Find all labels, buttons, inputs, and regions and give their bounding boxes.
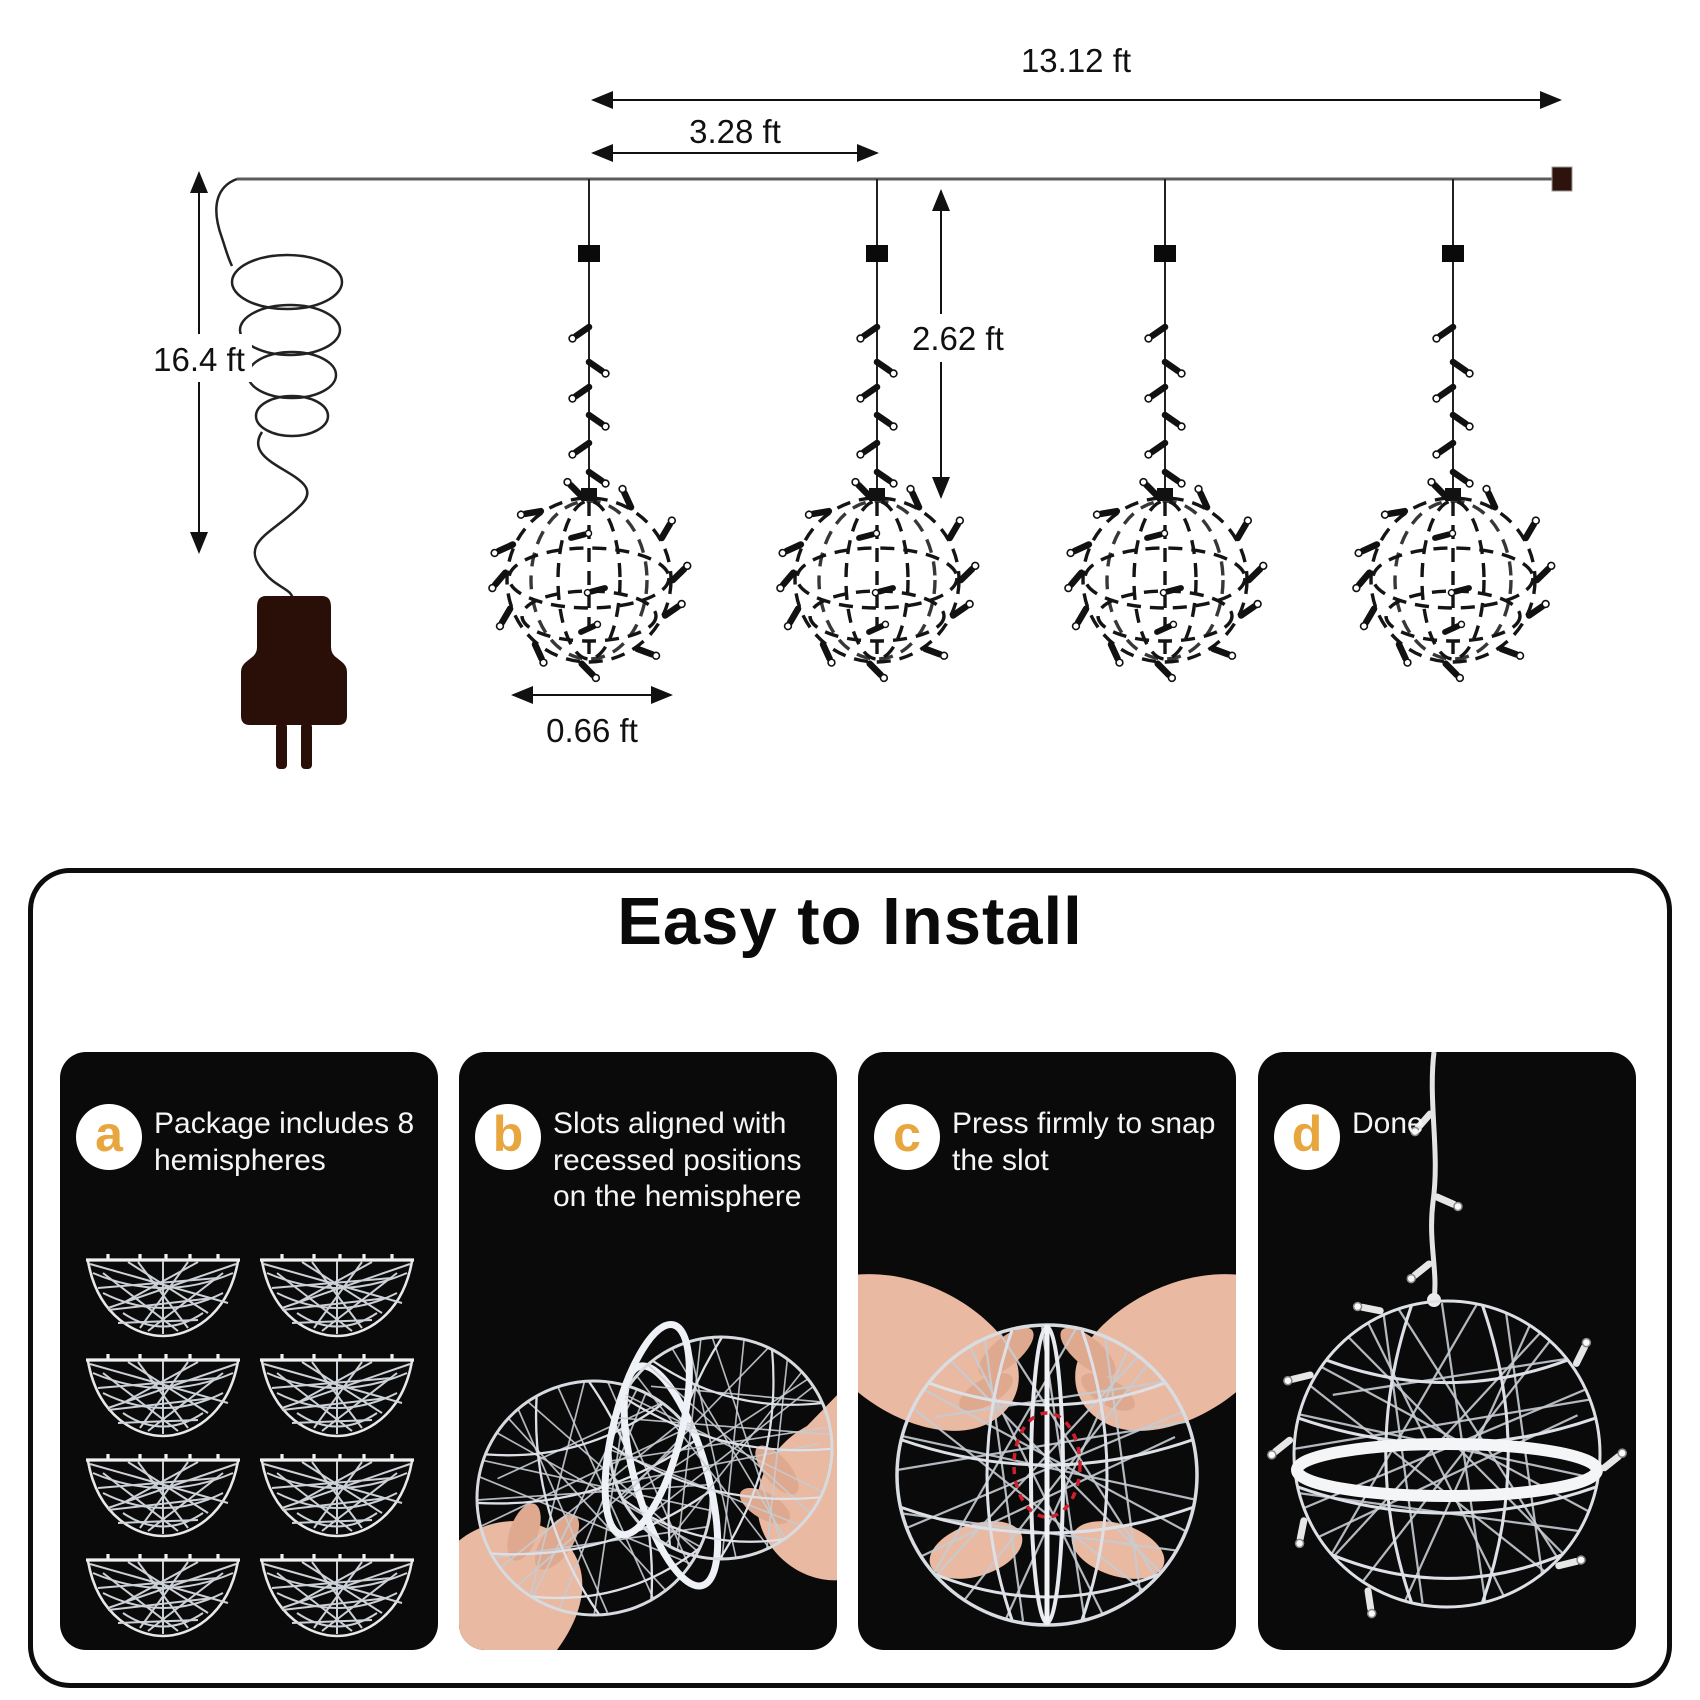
ball-spacing-label: 3.28 ft <box>689 113 781 150</box>
step-card-c: c Press firmly to snap the slot <box>858 1052 1236 1650</box>
panel-title: Easy to Install <box>617 884 1083 959</box>
total-length-label: 13.12 ft <box>1021 42 1131 79</box>
step-badge-d: d <box>1274 1104 1340 1170</box>
light-ball-2 <box>774 477 980 684</box>
lead-cord-coil <box>215 177 344 601</box>
ball-diameter-label: 0.66 ft <box>546 712 638 749</box>
slot-highlight <box>1012 1411 1082 1519</box>
wire-end-cap <box>1551 166 1573 192</box>
step-text-a: Package includes 8 hemispheres <box>154 1107 415 1177</box>
power-plug <box>241 596 347 769</box>
light-drops <box>486 179 1557 683</box>
step-letter-c: c <box>893 1106 921 1162</box>
easy-install-panel: Easy to Install <box>28 868 1672 1688</box>
lead-cord-label: 16.4 ft <box>153 341 245 378</box>
step-letter-a: a <box>95 1106 123 1162</box>
step-badge-b: b <box>475 1104 541 1170</box>
drop-length-label: 2.62 ft <box>912 320 1004 357</box>
step-text-d: Done <box>1352 1107 1424 1140</box>
finished-ball-photo <box>1258 1052 1636 1650</box>
light-ball-4 <box>1350 477 1556 684</box>
step-card-b: b Slots aligned with recessed positions … <box>459 1052 837 1650</box>
step-badge-a: a <box>76 1104 142 1170</box>
press-snap-photo <box>858 1274 1236 1627</box>
step-text-b: Slots aligned with recessed positions on… <box>553 1107 802 1214</box>
step-letter-d: d <box>1291 1106 1323 1162</box>
dimension-diagram: 13.12 ft 3.28 ft 16.4 ft 2.62 <box>146 42 1573 769</box>
step-card-a: a Package includes 8 hemispheres <box>60 1052 438 1650</box>
light-ball-3 <box>1062 477 1268 684</box>
step-card-d: d Done <box>1258 1052 1636 1650</box>
align-hemispheres-photo <box>459 1250 837 1650</box>
step-letter-b: b <box>492 1106 524 1162</box>
step-text-c: Press firmly to snap the slot <box>952 1107 1216 1177</box>
light-ball-1 <box>486 477 692 684</box>
hemispheres-grid-image <box>84 1252 416 1638</box>
step-badge-c: c <box>874 1104 940 1170</box>
